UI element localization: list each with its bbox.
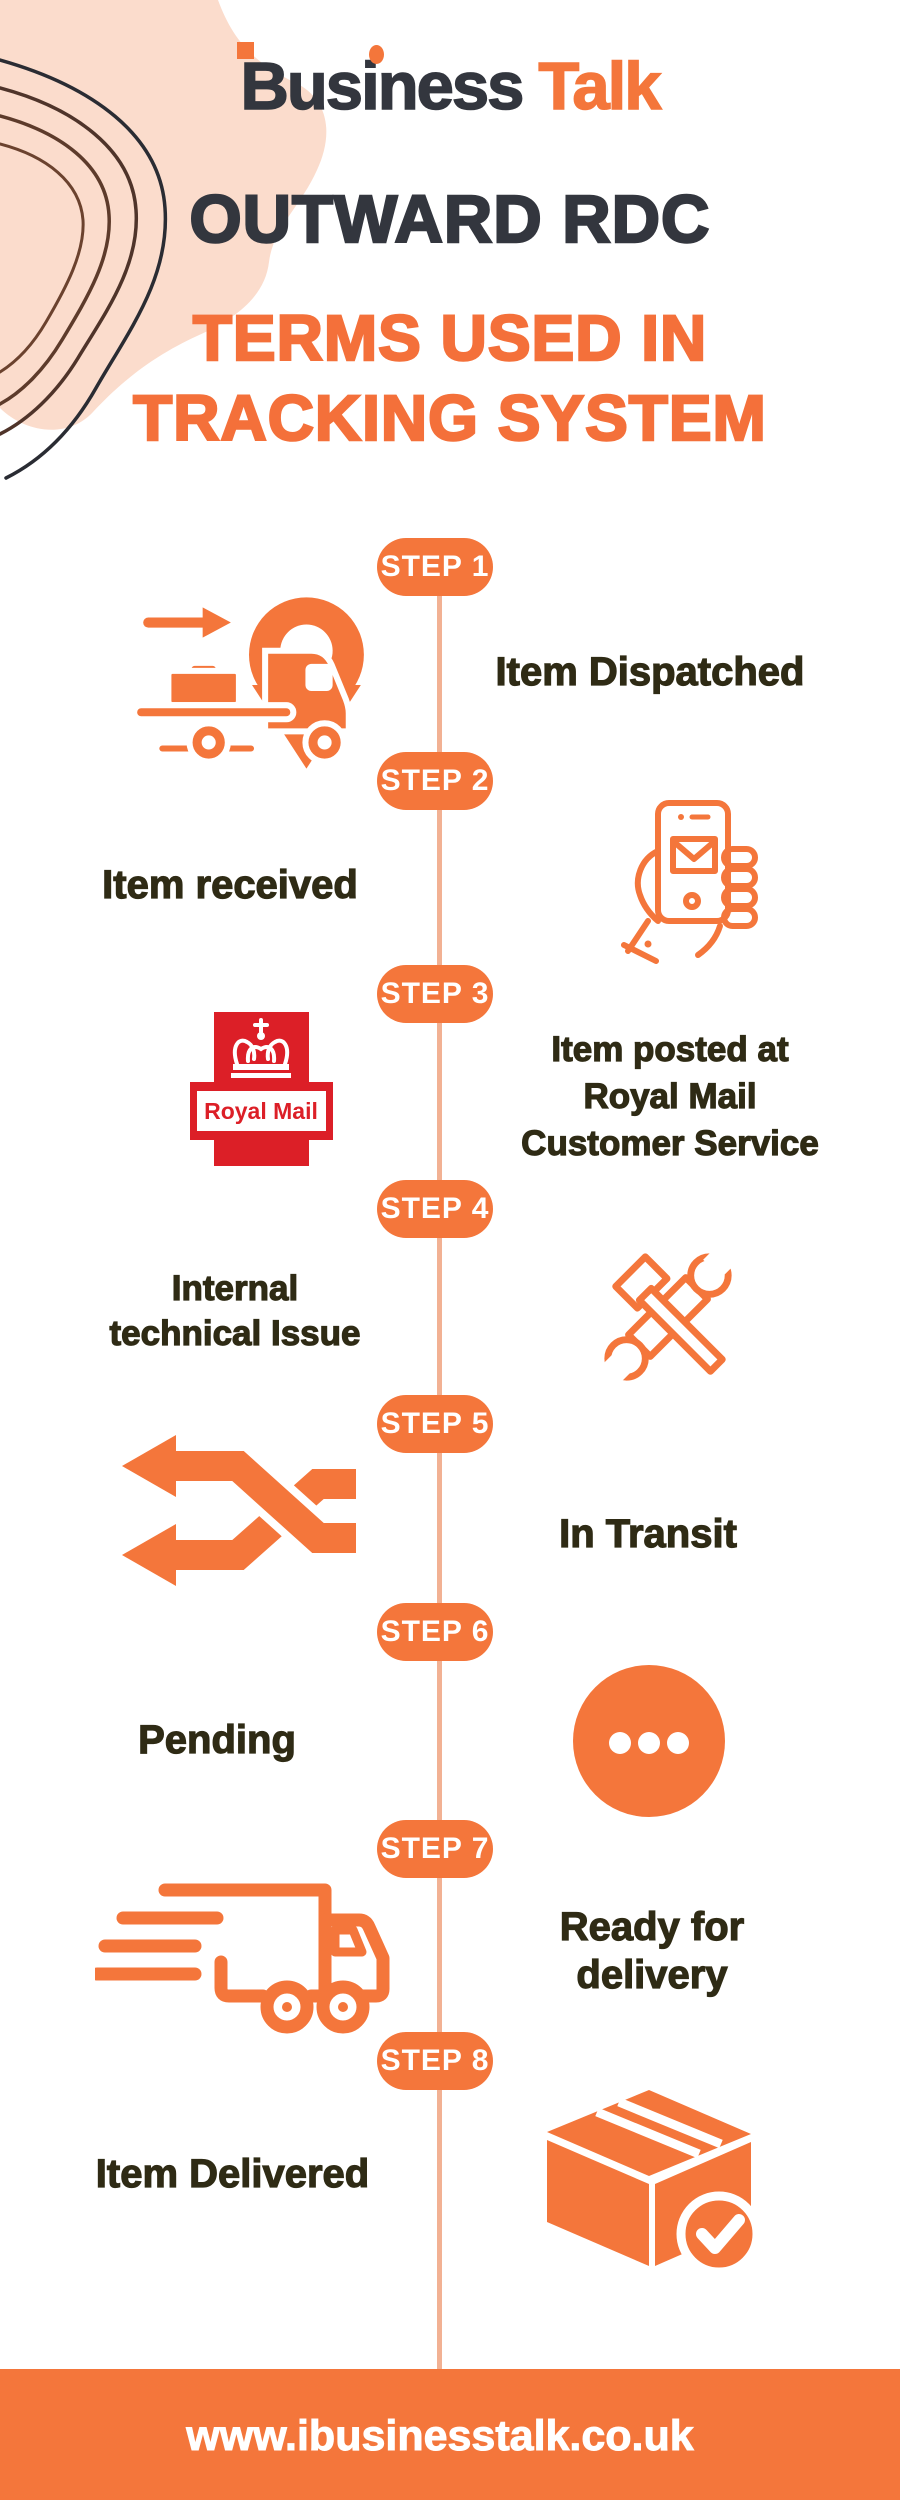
step-label-6: Pending <box>138 1717 297 1762</box>
delivered-package-icon <box>547 2090 762 2272</box>
step-badge-7: STEP 7 <box>377 1820 493 1878</box>
step-label-2: Item received <box>102 862 359 907</box>
decorative-blob <box>0 0 327 480</box>
royal-mail-text: Royal Mail <box>204 1098 318 1124</box>
fast-delivery-truck-icon <box>95 1883 390 2034</box>
step-badge-2: STEP 2 <box>377 752 493 810</box>
contour-doodle-icon <box>0 58 168 480</box>
step-label-3: Item posted at Royal Mail Customer Servi… <box>521 1029 820 1163</box>
step-label-1: Item Dispatched <box>495 649 805 694</box>
step-badge-1: STEP 1 <box>377 538 493 596</box>
logo-word-talk: Talk <box>538 48 663 125</box>
transit-arrows-icon <box>122 1435 356 1586</box>
step-label-4: Internal technical Issue <box>109 1268 361 1353</box>
crown-icon <box>232 1018 290 1066</box>
pending-dots-icon <box>573 1665 725 1817</box>
step-badge-3: STEP 3 <box>377 965 493 1023</box>
step-badge-4: STEP 4 <box>377 1180 493 1238</box>
step-badge-5: STEP 5 <box>377 1395 493 1453</box>
page-subtitle: TERMS USED IN TRACKING SYSTEM <box>132 301 767 456</box>
page-title: OUTWARD RDC <box>188 181 711 259</box>
logo-word-business: Business <box>240 48 525 125</box>
step-label-7: Ready for delivery <box>559 1904 745 1997</box>
phone-notification-icon <box>621 800 758 964</box>
step-label-5: In Transit <box>558 1511 737 1556</box>
royal-mail-logo: Royal Mail <box>190 1012 333 1166</box>
logo-i-dot <box>368 45 384 64</box>
footer-url: www.ibusinesstalk.co.uk <box>186 2412 694 2461</box>
repair-tools-icon <box>596 1242 740 1389</box>
step-badge-8: STEP 8 <box>377 2032 493 2090</box>
timeline-line <box>437 565 442 2369</box>
step-label-8: Item Delivered <box>95 2151 370 2196</box>
footer-band <box>0 2369 900 2500</box>
step-badge-6: STEP 6 <box>377 1603 493 1661</box>
dispatch-truck-location-icon <box>131 597 364 769</box>
logo-square-dot <box>236 42 254 59</box>
